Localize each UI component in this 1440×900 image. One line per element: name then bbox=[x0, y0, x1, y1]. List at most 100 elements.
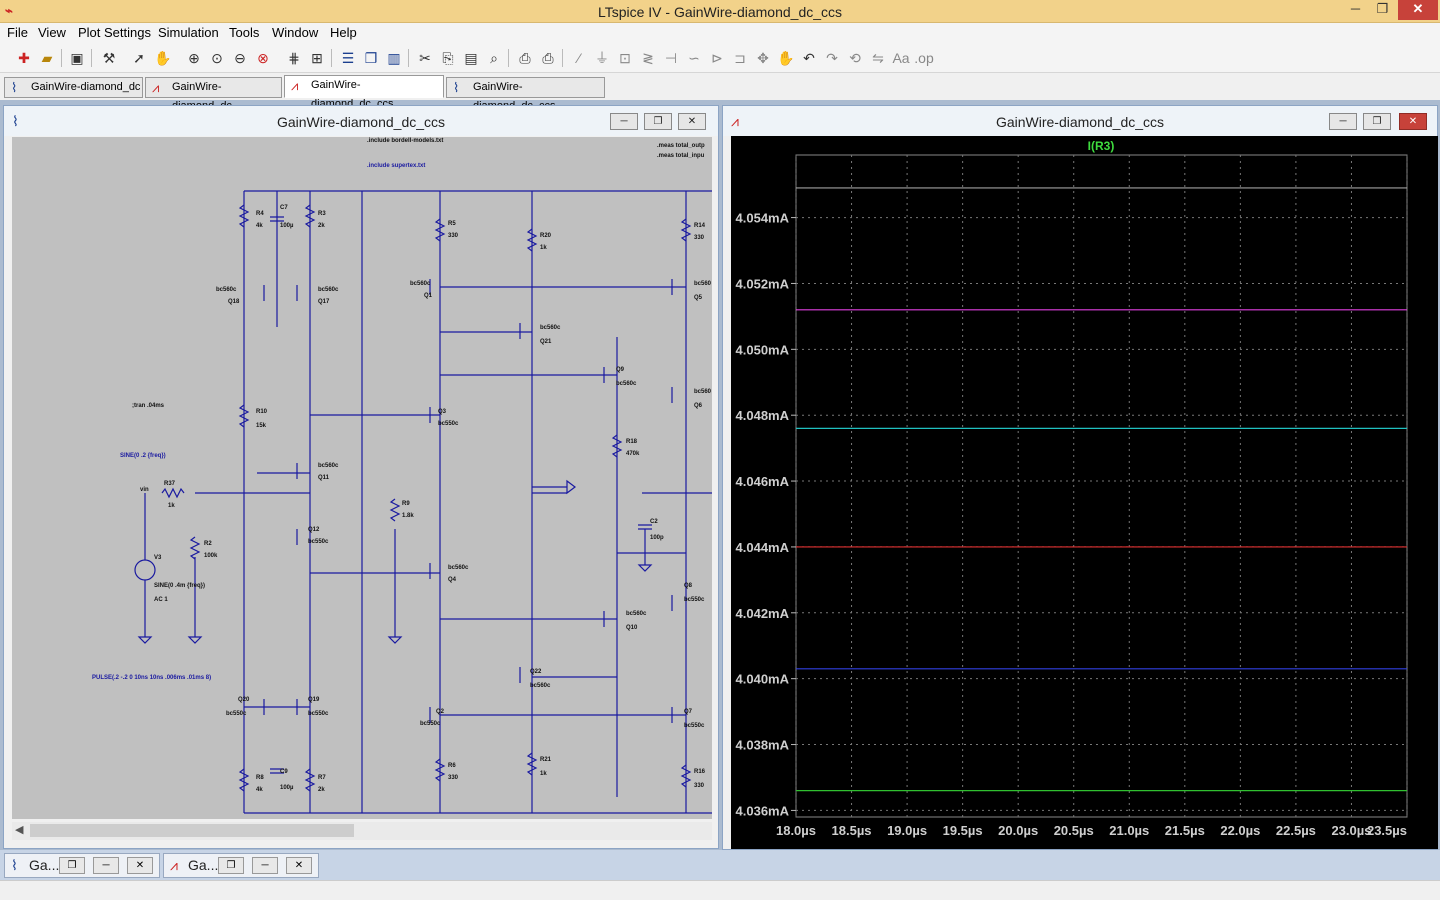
trace-name-label[interactable]: I(R3) bbox=[1088, 139, 1115, 153]
halt-icon[interactable]: ✋ bbox=[154, 50, 172, 66]
close-button[interactable]: ✕ bbox=[286, 857, 312, 874]
schematic-close-button[interactable]: ✕ bbox=[678, 113, 706, 130]
restore-button[interactable]: ❐ bbox=[218, 857, 244, 874]
spice-directive-icon[interactable]: .op bbox=[914, 50, 934, 66]
component-label: C9 bbox=[280, 769, 288, 775]
component-label: bc550c bbox=[226, 711, 247, 717]
menu-simulation[interactable]: Simulation bbox=[158, 25, 219, 40]
menu-plot-settings[interactable]: Plot Settings bbox=[78, 25, 151, 40]
component-label: C7 bbox=[280, 205, 288, 211]
zoom-pan-icon[interactable]: ⊙ bbox=[211, 50, 223, 66]
mirror-icon[interactable]: ⇋ bbox=[872, 50, 884, 66]
maximize-button[interactable]: ─ bbox=[252, 857, 278, 874]
capacitor-icon[interactable]: ⊣ bbox=[664, 50, 678, 66]
toolbar-separator bbox=[331, 49, 332, 67]
label-net-icon[interactable]: ⊡ bbox=[619, 50, 631, 66]
menu-tools[interactable]: Tools bbox=[229, 25, 260, 40]
open-icon[interactable]: ▰ bbox=[41, 50, 53, 66]
move-icon[interactable]: ✥ bbox=[757, 50, 769, 66]
component-label: Q21 bbox=[540, 339, 552, 345]
waveform-close-button[interactable]: ✕ bbox=[1399, 113, 1427, 130]
waveform-window-titlebar[interactable]: ⩘ GainWire-diamond_dc_ccs ─ ❐ ✕ bbox=[723, 106, 1437, 136]
x-tick-label: 22.5µs bbox=[1276, 823, 1316, 838]
resistor-icon[interactable]: ≷ bbox=[642, 50, 654, 66]
waveform-restore-button[interactable]: ❐ bbox=[1363, 113, 1391, 130]
tile-horizontal-icon[interactable]: ☰ bbox=[341, 50, 355, 66]
wire-icon[interactable]: ⁄ bbox=[577, 50, 581, 66]
minimize-button[interactable]: ─ bbox=[1350, 1, 1361, 16]
new-schematic-icon[interactable]: ✚ bbox=[18, 50, 30, 66]
schematic-minimize-button[interactable]: ─ bbox=[610, 113, 638, 130]
maximize-button[interactable]: ❐ bbox=[1376, 1, 1389, 16]
x-tick-label: 21.0µs bbox=[1109, 823, 1149, 838]
horizontal-scrollbar[interactable]: ◀ bbox=[12, 822, 712, 840]
menu-window[interactable]: Window bbox=[272, 25, 319, 40]
component-label: Q18 bbox=[228, 299, 240, 305]
undo-icon[interactable]: ↶ bbox=[803, 50, 815, 66]
inductor-icon[interactable]: ∽ bbox=[688, 50, 700, 66]
component-label: bc560c bbox=[216, 287, 237, 293]
source-spec[interactable]: PULSE(.2 -.2 0 10ns 10ns .006ms .01ms 8) bbox=[92, 675, 211, 681]
redo-icon[interactable]: ↷ bbox=[826, 50, 838, 66]
cut-icon[interactable]: ✂ bbox=[419, 50, 431, 66]
schematic-directive[interactable]: .include supertex.txt bbox=[367, 163, 425, 169]
component-icon[interactable]: ⊐ bbox=[734, 50, 746, 66]
schematic-icon: ⌇ bbox=[11, 80, 18, 95]
schematic-window: ⌇ GainWire-diamond_dc_ccs ─ ❐ ✕ bbox=[3, 105, 719, 849]
run-icon[interactable]: ➚ bbox=[133, 50, 145, 66]
scrollbar-thumb[interactable] bbox=[30, 824, 354, 837]
schematic-comment[interactable]: ;tran .04ms bbox=[132, 403, 165, 409]
close-button[interactable]: ✕ bbox=[127, 857, 153, 874]
drag-icon[interactable]: ✋ bbox=[777, 50, 795, 66]
close-button[interactable]: ✕ bbox=[1398, 0, 1438, 20]
autorange-icon[interactable]: ⋕ bbox=[288, 50, 300, 66]
tab-waveform-dc-ccs[interactable]: ⩘ GainWire-diamond_dc_ccs bbox=[284, 75, 444, 110]
save-icon[interactable]: ▣ bbox=[70, 50, 84, 66]
tab-schematic-dc-ccs[interactable]: ⌇ GainWire-diamond_dc_ccs bbox=[446, 77, 605, 112]
source-spec[interactable]: SINE(0 .4m {freq}) bbox=[154, 583, 205, 589]
find-icon[interactable]: ⌕ bbox=[490, 50, 498, 66]
scroll-left-icon[interactable]: ◀ bbox=[15, 824, 24, 836]
menu-help[interactable]: Help bbox=[330, 25, 357, 40]
source-spec[interactable]: AC 1 bbox=[154, 597, 168, 603]
waveform-minimize-button[interactable]: ─ bbox=[1329, 113, 1357, 130]
tab-waveform-dc[interactable]: ⩘ GainWire-diamond_dc bbox=[145, 77, 282, 112]
menu-file[interactable]: File bbox=[7, 25, 28, 40]
zoom-cancel-icon[interactable]: ⊗ bbox=[257, 50, 269, 66]
print-preview-icon[interactable]: ⎙ bbox=[519, 50, 531, 66]
schematic-restore-button[interactable]: ❐ bbox=[644, 113, 672, 130]
print-icon[interactable]: ⎙ bbox=[542, 50, 554, 66]
tile-vertical-icon[interactable]: ▥ bbox=[387, 50, 401, 66]
schematic-icon: ⌇ bbox=[11, 857, 18, 873]
component-label: Q11 bbox=[318, 475, 330, 481]
cascade-icon[interactable]: ❐ bbox=[364, 50, 378, 66]
minimized-schematic[interactable]: ⌇ Ga... ❐ ─ ✕ bbox=[4, 853, 160, 878]
tab-schematic-dc[interactable]: ⌇ GainWire-diamond_dc bbox=[4, 77, 143, 98]
menu-view[interactable]: View bbox=[38, 25, 66, 40]
copy-icon[interactable]: ⎘ bbox=[442, 50, 454, 66]
text-icon[interactable]: Aa bbox=[892, 50, 910, 66]
control-panel-icon[interactable]: ⚒ bbox=[102, 50, 116, 66]
schematic-directive[interactable]: .include bordell-models.txt bbox=[367, 138, 443, 144]
paste-icon[interactable]: ▤ bbox=[464, 50, 478, 66]
x-tick-label: 18.5µs bbox=[832, 823, 872, 838]
component-label: Q12 bbox=[308, 527, 320, 533]
schematic-canvas[interactable]: .include supertex.txt .meas total_outp .… bbox=[12, 137, 712, 819]
source-spec[interactable]: SINE(0 .2 {freq}) bbox=[120, 453, 166, 459]
window-title: LTspice IV - GainWire-diamond_dc_ccs bbox=[597, 4, 843, 20]
component-label: bc560c bbox=[626, 611, 647, 617]
minimized-waveform[interactable]: ⩘ Ga... ❐ ─ ✕ bbox=[163, 853, 319, 878]
rotate-icon[interactable]: ⟲ bbox=[849, 50, 861, 66]
schematic-directive[interactable]: .meas total_outp bbox=[657, 143, 705, 149]
maximize-button[interactable]: ─ bbox=[93, 857, 119, 874]
component-label: R10 bbox=[256, 409, 268, 415]
zoom-out-icon[interactable]: ⊖ bbox=[234, 50, 246, 66]
diode-icon[interactable]: ⊳ bbox=[711, 50, 723, 66]
restore-button[interactable]: ❐ bbox=[59, 857, 85, 874]
manual-limits-icon[interactable]: ⊞ bbox=[311, 50, 323, 66]
ground-icon[interactable]: ⏚ bbox=[595, 50, 609, 66]
zoom-in-icon[interactable]: ⊕ bbox=[188, 50, 200, 66]
schematic-window-titlebar[interactable]: ⌇ GainWire-diamond_dc_ccs ─ ❐ ✕ bbox=[4, 106, 718, 136]
schematic-directive[interactable]: .meas total_inpu bbox=[657, 153, 705, 159]
